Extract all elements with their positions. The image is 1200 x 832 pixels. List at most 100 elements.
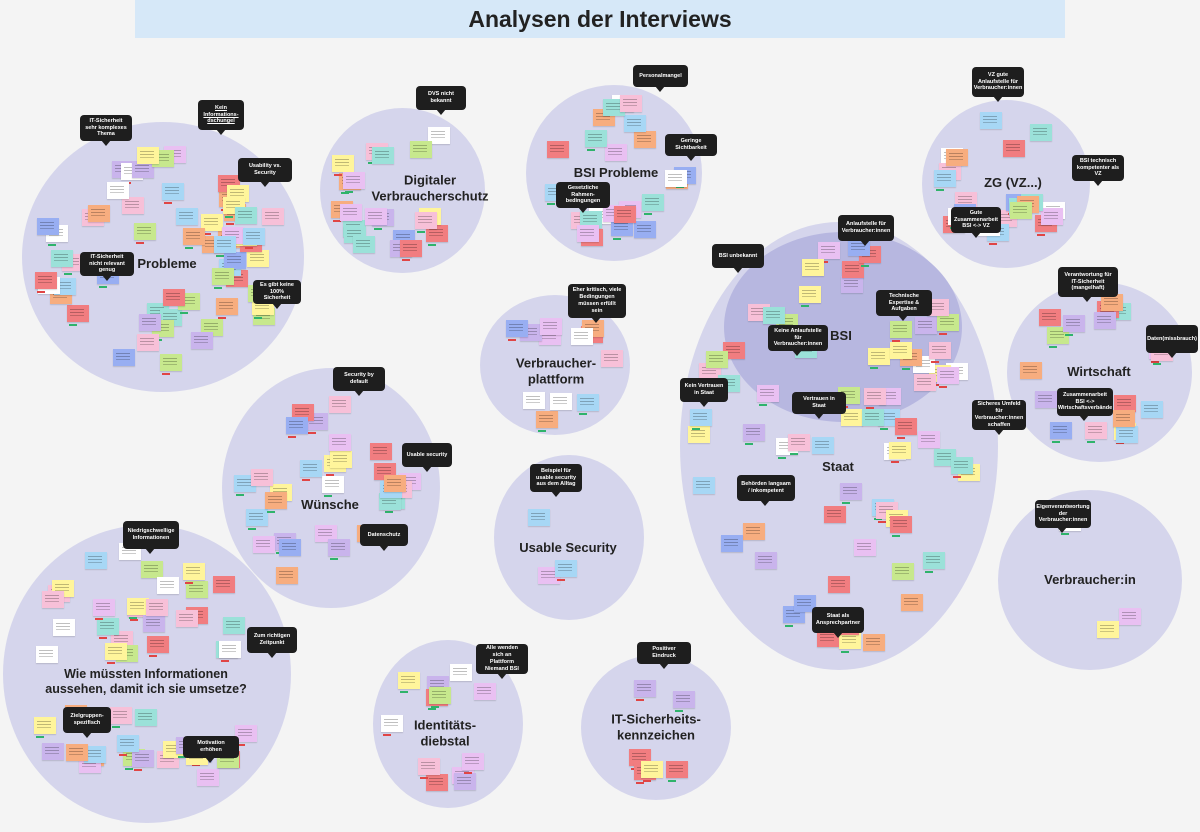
sticky-note[interactable] (895, 418, 917, 435)
sticky-note[interactable] (36, 646, 58, 663)
sticky-note[interactable] (1141, 401, 1163, 418)
sticky-note[interactable] (113, 349, 135, 366)
sticky-note[interactable] (35, 272, 57, 289)
sticky-note[interactable] (1094, 312, 1116, 329)
bubble-bsi-unbekannt[interactable]: BSI unbekannt (712, 244, 764, 273)
sticky-note[interactable] (890, 342, 912, 359)
sticky-note[interactable] (890, 516, 912, 533)
sticky-note[interactable] (934, 449, 956, 466)
sticky-note[interactable] (824, 506, 846, 523)
sticky-note[interactable] (946, 149, 968, 166)
bubble-security-by-default[interactable]: Security by default (333, 367, 385, 396)
sticky-note[interactable] (53, 619, 75, 636)
sticky-note[interactable] (400, 240, 422, 257)
sticky-note[interactable] (183, 563, 205, 580)
sticky-note[interactable] (381, 715, 403, 732)
sticky-note[interactable] (42, 743, 64, 760)
sticky-note[interactable] (328, 539, 350, 556)
sticky-note[interactable] (634, 221, 656, 238)
sticky-note[interactable] (243, 228, 265, 245)
sticky-note[interactable] (429, 687, 451, 704)
bubble-bsi-kompetenter[interactable]: BSI technisch kompetenter als VZ (1072, 155, 1124, 186)
bubble-eigenverantwortung[interactable]: Eigenverantwortung der Verbraucher:innen (1035, 500, 1091, 533)
sticky-note[interactable] (315, 525, 337, 542)
sticky-note[interactable] (755, 552, 777, 569)
sticky-note[interactable] (332, 155, 354, 172)
sticky-note[interactable] (688, 426, 710, 443)
sticky-note[interactable] (937, 367, 959, 384)
sticky-note[interactable] (163, 289, 185, 306)
bubble-dvs-nicht-bekannt[interactable]: DVS nicht bekannt (416, 86, 466, 115)
sticky-note[interactable] (139, 314, 161, 331)
sticky-note[interactable] (693, 477, 715, 494)
sticky-note[interactable] (1010, 202, 1032, 219)
bubble-nicht-relevant[interactable]: IT-Sicherheit nicht relevant genug (80, 252, 134, 281)
sticky-note[interactable] (1085, 422, 1107, 439)
sticky-note[interactable] (247, 250, 269, 267)
bubble-keine-100-sicherheit[interactable]: Es gibt keine 100% Sicherheit (253, 280, 301, 309)
sticky-note[interactable] (1030, 124, 1052, 141)
sticky-note[interactable] (743, 523, 765, 540)
sticky-note[interactable] (122, 197, 144, 214)
sticky-note[interactable] (157, 577, 179, 594)
sticky-note[interactable] (1101, 294, 1123, 311)
sticky-note[interactable] (474, 683, 496, 700)
sticky-note[interactable] (410, 141, 432, 158)
sticky-note[interactable] (854, 539, 876, 556)
sticky-note[interactable] (105, 643, 127, 660)
sticky-note[interactable] (721, 535, 743, 552)
sticky-note[interactable] (450, 664, 472, 681)
sticky-note[interactable] (265, 492, 287, 509)
sticky-note[interactable] (929, 342, 951, 359)
bubble-richtiger-zeitpunkt[interactable]: Zum richtigen Zeitpunkt (247, 627, 297, 658)
sticky-note[interactable] (889, 442, 911, 459)
sticky-note[interactable] (1039, 309, 1061, 326)
sticky-note[interactable] (234, 475, 256, 492)
sticky-note[interactable] (842, 261, 864, 278)
bubble-kein-vertrauen-staat[interactable]: Kein Vertrauen in Staat (680, 378, 728, 407)
sticky-note[interactable] (426, 225, 448, 242)
sticky-note[interactable] (186, 581, 208, 598)
sticky-note[interactable] (641, 761, 663, 778)
sticky-note[interactable] (276, 567, 298, 584)
sticky-note[interactable] (372, 147, 394, 164)
sticky-note[interactable] (191, 332, 213, 349)
bubble-it-sicherheit-komplex[interactable]: IT-Sicherheit sehr komplexes Thema (80, 115, 132, 146)
sticky-note[interactable] (137, 147, 159, 164)
sticky-note[interactable] (213, 576, 235, 593)
sticky-note[interactable] (365, 208, 387, 225)
sticky-note[interactable] (624, 115, 646, 132)
bubble-datenschutz[interactable]: Datenschutz (360, 524, 408, 551)
sticky-note[interactable] (890, 321, 912, 338)
bubble-zielgruppenspezifisch[interactable]: Zielgruppen-spezifisch (63, 707, 111, 738)
sticky-note[interactable] (580, 211, 602, 228)
sticky-note[interactable] (555, 560, 577, 577)
sticky-note[interactable] (540, 318, 562, 335)
sticky-note[interactable] (146, 599, 168, 616)
sticky-note[interactable] (864, 388, 886, 405)
sticky-note[interactable] (454, 773, 476, 790)
sticky-note[interactable] (614, 206, 636, 223)
bubble-zusammenarbeit-wirtschaft[interactable]: Zusammenarbeit BSI <-> Wirtschaftsverbän… (1057, 388, 1113, 421)
sticky-note[interactable] (300, 460, 322, 477)
sticky-note[interactable] (197, 769, 219, 786)
sticky-note[interactable] (127, 598, 149, 615)
sticky-note[interactable] (673, 691, 695, 708)
sticky-note[interactable] (571, 328, 593, 345)
sticky-note[interactable] (1119, 608, 1141, 625)
sticky-note[interactable] (923, 552, 945, 569)
bubble-technische-expertise[interactable]: Technische Expertise & Aufgaben (876, 290, 932, 321)
sticky-note[interactable] (67, 305, 89, 322)
sticky-note[interactable] (183, 228, 205, 245)
sticky-note[interactable] (802, 259, 824, 276)
bubble-verantwortung[interactable]: Verantwortung für IT-Sicherheit (mangelh… (1058, 267, 1118, 302)
bubble-staat-ansprechpartner[interactable]: Staat als Ansprechpartner (812, 607, 864, 638)
sticky-note[interactable] (585, 130, 607, 147)
sticky-note[interactable] (135, 709, 157, 726)
bubble-usable-security[interactable]: Usable security (402, 443, 452, 472)
sticky-note[interactable] (107, 182, 129, 199)
sticky-note[interactable] (343, 172, 365, 189)
sticky-note[interactable] (523, 392, 545, 409)
sticky-note[interactable] (462, 753, 484, 770)
sticky-note[interactable] (353, 236, 375, 253)
